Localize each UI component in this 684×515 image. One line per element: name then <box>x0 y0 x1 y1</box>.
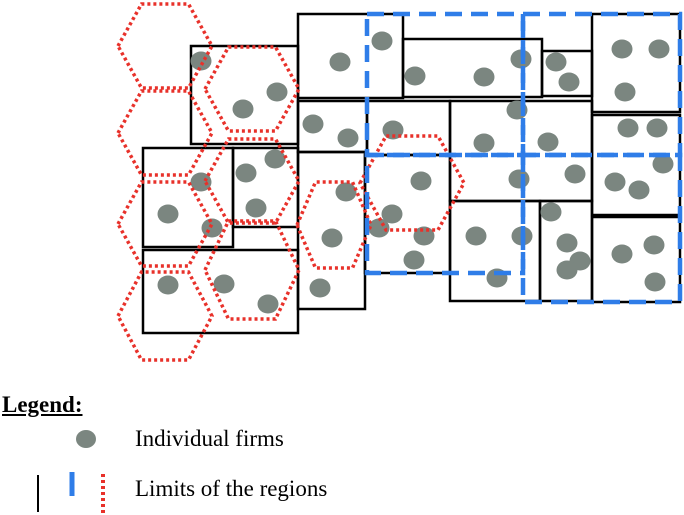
firm-dot <box>617 118 639 138</box>
firm-dot <box>257 294 279 314</box>
firm-dot <box>556 260 578 280</box>
firm-dot <box>648 39 670 59</box>
firm-dot <box>537 132 559 152</box>
firm-dot <box>190 51 212 71</box>
firm-dot <box>302 114 324 134</box>
firm-dot <box>646 118 668 138</box>
firm-dot <box>404 66 426 86</box>
black-region-rect <box>590 12 682 114</box>
legend-firm-dot-icon <box>76 430 96 448</box>
firm-dot <box>545 52 567 72</box>
firm-dot <box>190 172 212 192</box>
firm-dot <box>611 39 633 59</box>
firm-dot <box>614 82 636 102</box>
firm-dot <box>604 172 626 192</box>
firm-dot <box>201 218 223 238</box>
red-hex-region <box>115 180 215 268</box>
firm-dot <box>235 163 257 183</box>
black-region-rect <box>365 99 452 157</box>
firm-dot <box>410 171 432 191</box>
firm-dots <box>157 31 674 314</box>
red-hex-region <box>202 45 302 133</box>
legend-symbols <box>37 430 105 514</box>
firm-dot <box>644 272 666 292</box>
firm-dot <box>266 82 288 102</box>
firm-dot <box>558 72 580 92</box>
black-region-rect <box>296 12 405 100</box>
black-region-rect <box>590 215 682 304</box>
firm-dot <box>508 169 530 189</box>
firm-dot <box>643 235 665 255</box>
red-hex-region <box>115 2 215 90</box>
firm-dot <box>473 67 495 87</box>
firm-dot <box>245 198 267 218</box>
red-hex-region <box>295 180 373 270</box>
firm-dot <box>321 228 343 248</box>
firm-dot <box>381 204 403 224</box>
firm-dot <box>264 149 286 169</box>
firm-dot <box>309 278 331 298</box>
blue-dashed-regions <box>364 11 683 305</box>
firm-dot <box>628 180 650 200</box>
firm-dot <box>611 244 633 264</box>
red-hex-region <box>116 270 214 362</box>
firm-dot <box>564 164 586 184</box>
firm-dot <box>652 154 674 174</box>
firm-dot <box>329 52 351 72</box>
firm-dot <box>335 182 357 202</box>
firm-dot <box>473 133 495 153</box>
firm-dot <box>540 202 562 222</box>
firm-dot <box>157 204 179 224</box>
red-hex-region <box>203 219 301 321</box>
firm-dot <box>337 128 359 148</box>
blue-region-rect <box>520 152 683 305</box>
legend-firms-label: Individual firms <box>135 426 284 451</box>
black-region-rect <box>141 248 300 335</box>
firm-dot <box>213 274 235 294</box>
firm-dot <box>465 226 487 246</box>
legend-regions-label: Limits of the regions <box>135 476 328 501</box>
firm-dot <box>403 250 425 270</box>
firm-dot <box>413 226 435 246</box>
legend-title: Legend: <box>2 392 83 417</box>
firm-dot <box>232 99 254 119</box>
firm-dot <box>556 233 578 253</box>
firm-dot <box>371 31 393 51</box>
red-hex-region <box>358 134 466 232</box>
red-hex-region <box>115 89 215 177</box>
red-hexagon-regions <box>115 2 466 362</box>
firm-dot <box>157 275 179 295</box>
red-hex-region <box>202 137 302 225</box>
